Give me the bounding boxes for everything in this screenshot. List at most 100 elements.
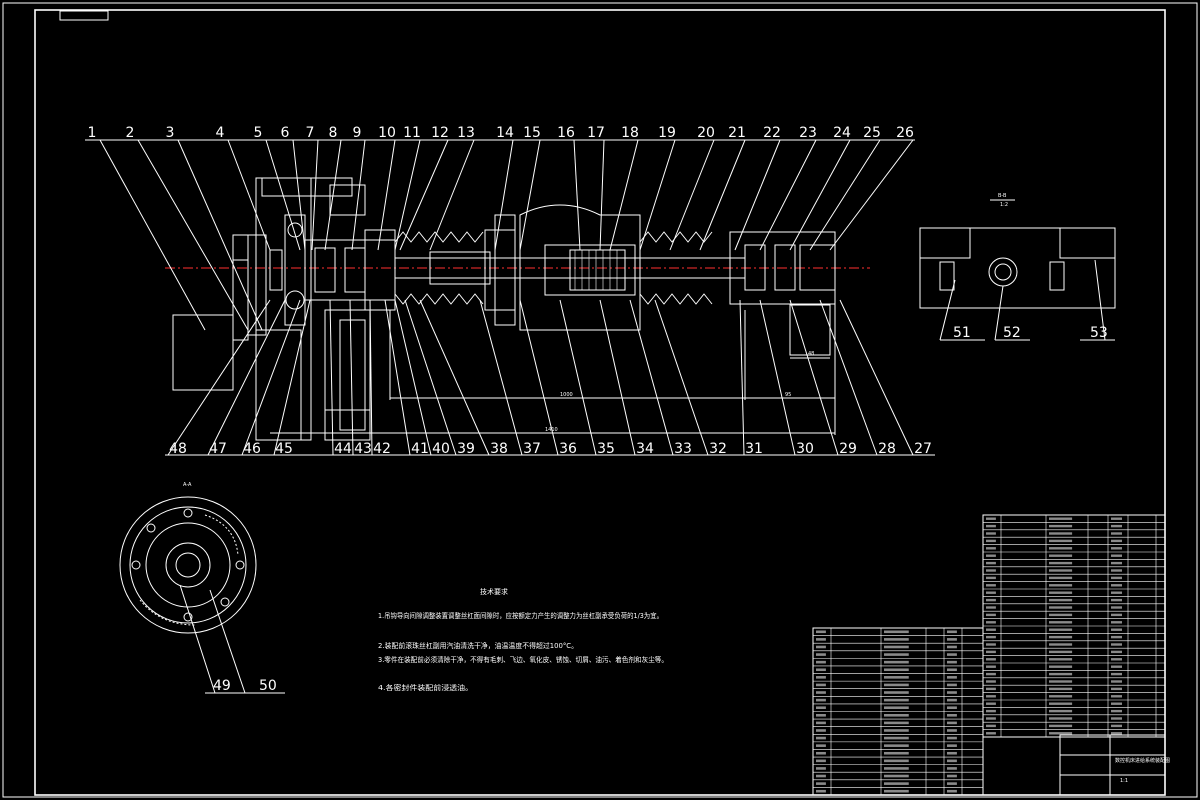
balloon-19: 19 — [658, 125, 676, 141]
balloon-4: 4 — [216, 125, 225, 141]
leader-37 — [479, 299, 523, 456]
leader-19 — [639, 139, 676, 251]
balloon-43: 43 — [354, 441, 372, 457]
balloon-37: 37 — [523, 441, 541, 457]
leader-13 — [429, 139, 475, 251]
leader-42 — [369, 299, 373, 456]
dim-d4: 48 — [808, 351, 814, 357]
balloon-18: 18 — [621, 125, 639, 141]
leader-26 — [829, 139, 914, 251]
balloon-25: 25 — [863, 125, 881, 141]
balloon-36: 36 — [559, 441, 577, 457]
balloon-21: 21 — [728, 125, 746, 141]
balloon-26: 26 — [896, 125, 914, 141]
section-aa-view: A-A 49 50 — [119, 482, 285, 694]
balloon-13: 13 — [457, 125, 475, 141]
tech-req-3: 3.零件在装配前必须清除干净，不得有毛刺、飞边、氧化皮、锈蚀、切屑、油污、着色剂… — [378, 655, 668, 664]
leader-20 — [669, 139, 715, 251]
frame-border — [34, 9, 1166, 796]
balloon-28: 28 — [878, 441, 896, 457]
leader-39 — [404, 299, 457, 456]
balloon-24: 24 — [833, 125, 851, 141]
leader-11 — [394, 139, 421, 251]
balloon-9: 9 — [353, 125, 362, 141]
leader-5 — [265, 139, 301, 251]
leader-17 — [599, 139, 605, 251]
leader-34 — [599, 299, 636, 456]
balloon-23: 23 — [799, 125, 817, 141]
balloon-48: 48 — [169, 441, 187, 457]
dim-d1: 1000 — [560, 392, 573, 398]
leader-9 — [351, 139, 366, 251]
tech-req-1: 1.吊钩导向间隙调整装置调整丝杠面间隙时，应按额定力产生的调整力为丝杠副承受负荷… — [378, 611, 663, 620]
parts-list-right — [982, 514, 1166, 738]
dim-d2: 95 — [785, 392, 791, 398]
leader-3 — [177, 139, 263, 331]
balloon-22: 22 — [763, 125, 781, 141]
balloon-29: 29 — [839, 441, 857, 457]
balloon-50: 50 — [259, 678, 277, 694]
parts-list-left — [812, 627, 984, 796]
balloon-5: 5 — [254, 125, 263, 141]
tech-req-4: 4.各密封件装配前浸透油。 — [378, 683, 473, 692]
balloon-14: 14 — [496, 125, 514, 141]
leader-48 — [167, 299, 271, 456]
leader-24 — [789, 139, 851, 251]
leader-16 — [573, 139, 581, 251]
leader-44 — [329, 299, 334, 456]
balloon-8: 8 — [329, 125, 338, 141]
leader-47 — [207, 299, 286, 456]
tech-req-title: 技术要求 — [480, 587, 508, 596]
balloon-46: 46 — [243, 441, 261, 457]
corner-box — [59, 10, 109, 21]
balloon-17: 17 — [587, 125, 605, 141]
title-block: 数控机床进给系统装配图 1:1 — [1059, 734, 1170, 796]
section-bb-label: B-B — [998, 193, 1007, 199]
leader-12 — [399, 139, 449, 251]
balloon-40: 40 — [432, 441, 450, 457]
leader-27 — [839, 299, 914, 456]
leader-4 — [227, 139, 271, 251]
leader-7 — [311, 139, 319, 251]
balloon-52: 52 — [1003, 325, 1021, 341]
balloon-33: 33 — [674, 441, 692, 457]
leader-32 — [654, 299, 709, 456]
tech-requirements: 技术要求 1.吊钩导向间隙调整装置调整丝杠面间隙时，应按额定力产生的调整力为丝杠… — [378, 587, 668, 692]
leader-41 — [384, 299, 411, 456]
balloon-27: 27 — [914, 441, 932, 457]
balloon-53: 53 — [1090, 325, 1108, 341]
leader-18 — [609, 139, 639, 251]
leader-14 — [494, 139, 514, 251]
balloon-20: 20 — [697, 125, 715, 141]
leader-35 — [559, 299, 597, 456]
balloon-32: 32 — [709, 441, 727, 457]
balloon-2: 2 — [126, 125, 135, 141]
leader-36 — [519, 299, 559, 456]
leader-30 — [759, 299, 796, 456]
balloon-30: 30 — [796, 441, 814, 457]
leader-43 — [349, 299, 354, 456]
leader-38 — [419, 299, 490, 456]
balloon-39: 39 — [457, 441, 475, 457]
balloon-1: 1 — [88, 125, 97, 141]
balloon-11: 11 — [403, 125, 421, 141]
leader-8 — [324, 139, 342, 251]
balloon-31: 31 — [745, 441, 763, 457]
leader-29 — [789, 299, 839, 456]
balloon-12: 12 — [431, 125, 449, 141]
leader-23 — [759, 139, 817, 251]
leader-21 — [699, 139, 746, 251]
main-assembly: 1000 95 1410 48 — [165, 177, 870, 441]
section-aa-label: A-A — [183, 482, 192, 488]
balloon-16: 16 — [557, 125, 575, 141]
balloon-49: 49 — [213, 678, 231, 694]
section-bb-view: B-B 1:2 51 52 53 — [919, 193, 1116, 341]
leader-15 — [519, 139, 541, 251]
balloon-38: 38 — [490, 441, 508, 457]
balloon-15: 15 — [523, 125, 541, 141]
leader-22 — [734, 139, 781, 251]
